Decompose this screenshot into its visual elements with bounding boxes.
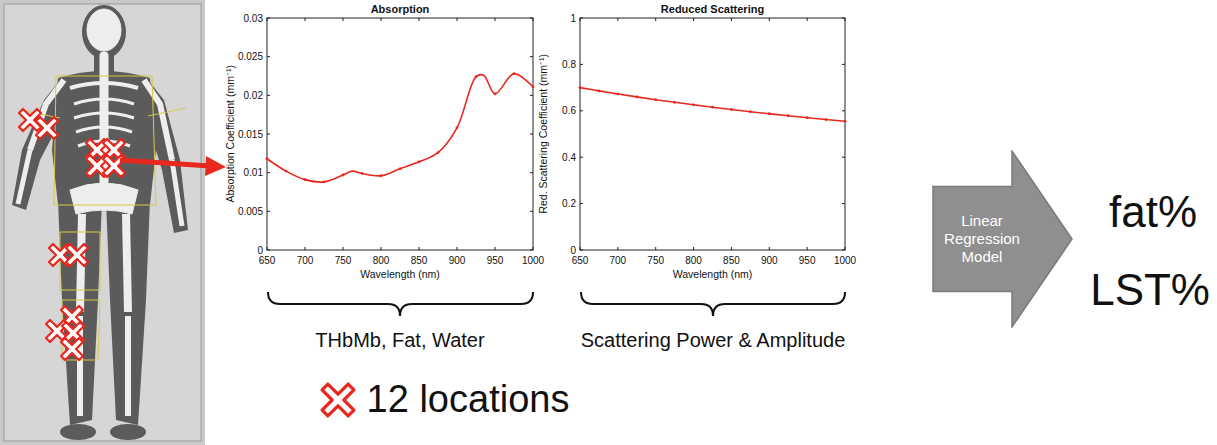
data-point bbox=[380, 174, 383, 177]
axis-title: Red. Scattering Coefficient (mm⁻¹) bbox=[538, 54, 550, 214]
bracket bbox=[268, 292, 845, 316]
dxa-scan bbox=[0, 0, 205, 445]
data-point bbox=[361, 172, 364, 175]
tick-label: 0.01 bbox=[244, 167, 263, 178]
axes-box bbox=[580, 18, 845, 250]
bracket-label: Scattering Power & Amplitude bbox=[581, 329, 846, 351]
data-point bbox=[730, 108, 733, 111]
chart-plot bbox=[579, 18, 847, 250]
data-point bbox=[635, 95, 638, 98]
tick-label: 950 bbox=[487, 255, 504, 266]
data-point bbox=[598, 89, 601, 92]
axis-title: Wavelength (nm) bbox=[673, 269, 753, 281]
tick-label: 850 bbox=[411, 255, 428, 266]
tick-label: 750 bbox=[335, 255, 352, 266]
tick-label: 0.015 bbox=[238, 129, 263, 140]
data-point bbox=[768, 112, 771, 115]
arrow-outline bbox=[933, 151, 1072, 327]
axis-title: Absorption Coefficient (mm⁻¹) bbox=[225, 65, 237, 202]
tick-label: 850 bbox=[723, 255, 740, 266]
tick-label: 950 bbox=[799, 255, 816, 266]
tick-label: 1 bbox=[570, 13, 576, 24]
tick-label: 800 bbox=[373, 255, 390, 266]
data-point bbox=[787, 114, 790, 117]
tick-label: 650 bbox=[572, 255, 589, 266]
tick-label: 0.4 bbox=[562, 152, 576, 163]
tick-label: 0 bbox=[257, 245, 263, 256]
data-point bbox=[749, 110, 752, 113]
tick-label: 900 bbox=[449, 255, 466, 266]
data-point bbox=[579, 86, 582, 89]
data-point bbox=[806, 116, 809, 119]
axes-box bbox=[267, 18, 533, 250]
tick-label: 1000 bbox=[522, 255, 544, 266]
data-point bbox=[437, 151, 440, 154]
data-point bbox=[654, 98, 657, 101]
data-point bbox=[494, 92, 497, 95]
bracket-label: THbMb, Fat, Water bbox=[315, 329, 484, 351]
data-point bbox=[692, 103, 695, 106]
data-point bbox=[323, 181, 326, 184]
tick-label: 700 bbox=[610, 255, 627, 266]
data-point bbox=[513, 72, 516, 75]
tick-label: 0.6 bbox=[562, 105, 576, 116]
tick-label: 800 bbox=[685, 255, 702, 266]
block-arrow: Linear Regression Model bbox=[932, 150, 1074, 328]
spectrum-curve bbox=[267, 74, 533, 182]
data-point bbox=[616, 93, 619, 96]
data-point bbox=[418, 160, 421, 163]
tick-label: 750 bbox=[647, 255, 664, 266]
tick-label: 0.025 bbox=[238, 51, 263, 62]
tick-label: 1000 bbox=[834, 255, 856, 266]
spectrum-curve bbox=[580, 88, 845, 122]
data-point bbox=[711, 106, 714, 109]
summary-label: 12 locations bbox=[367, 379, 570, 421]
arrow-label: Linear Regression Model bbox=[936, 212, 1028, 266]
tick-label: 700 bbox=[297, 255, 314, 266]
data-point bbox=[475, 75, 478, 78]
data-point bbox=[399, 167, 402, 170]
data-point bbox=[673, 101, 676, 104]
output-label: fat% bbox=[1109, 188, 1197, 236]
tick-label: 0 bbox=[570, 245, 576, 256]
data-point bbox=[532, 85, 535, 88]
data-point bbox=[825, 118, 828, 121]
tick-label: 0.02 bbox=[244, 90, 263, 101]
axis-title: Wavelength (nm) bbox=[360, 269, 440, 281]
chart-plot bbox=[266, 18, 535, 250]
tick-label: 0.03 bbox=[244, 13, 263, 24]
pointer-arrow bbox=[120, 156, 226, 176]
data-point bbox=[285, 170, 288, 173]
data-point bbox=[844, 120, 847, 123]
tick-label: 0.005 bbox=[238, 206, 263, 217]
data-point bbox=[456, 126, 459, 129]
tick-label: 0.2 bbox=[562, 198, 576, 209]
location-icon bbox=[322, 384, 354, 416]
data-point bbox=[304, 178, 307, 181]
chart-title: Reduced Scattering bbox=[661, 3, 764, 15]
charts bbox=[266, 18, 847, 250]
data-point bbox=[266, 157, 269, 160]
tick-label: 900 bbox=[761, 255, 778, 266]
data-point bbox=[342, 174, 345, 177]
tick-label: 650 bbox=[259, 255, 276, 266]
output-label: LST% bbox=[1090, 266, 1210, 314]
tick-label: 0.8 bbox=[562, 59, 576, 70]
chart-title: Absorption bbox=[371, 3, 430, 15]
